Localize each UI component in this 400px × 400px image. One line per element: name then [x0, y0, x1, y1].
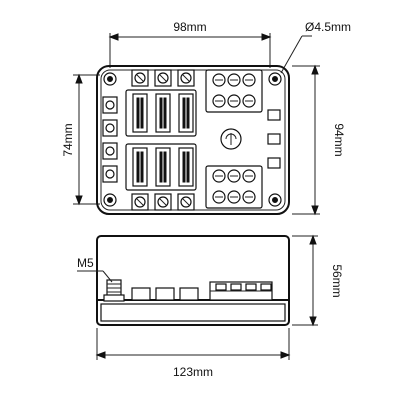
dimension-94mm: 94mm — [292, 64, 346, 216]
center-indicator — [220, 128, 242, 150]
m5-stud — [103, 279, 125, 302]
dimension-98mm: 98mm — [108, 20, 272, 68]
dimension-74mm: 74mm — [61, 73, 100, 206]
top-view — [96, 65, 290, 215]
mounting-holes — [103, 72, 282, 207]
side-fuse-profiles — [131, 287, 199, 301]
right-lower-terminals — [205, 165, 263, 209]
right-upper-terminals — [205, 69, 263, 113]
top-screw-terminals — [131, 69, 195, 87]
bottom-screw-terminals — [131, 193, 195, 211]
dimension-hole-diameter: Ø4.5mm — [280, 20, 351, 74]
side-terminal-profiles — [209, 281, 273, 301]
dim-74mm-label: 74mm — [61, 123, 75, 156]
right-side-connectors — [267, 109, 281, 169]
dim-123mm-label: 123mm — [173, 365, 213, 379]
hole-diameter-label: Ø4.5mm — [305, 20, 351, 34]
dimension-123mm: 123mm — [95, 328, 291, 379]
dim-56mm-label: 56mm — [330, 264, 344, 297]
m5-label: M5 — [77, 256, 94, 270]
fuse-slots-lower — [125, 143, 197, 191]
dim-94mm-label: 94mm — [332, 123, 346, 156]
dim-98mm-label: 98mm — [173, 20, 206, 34]
left-terminals — [102, 96, 118, 183]
dimension-m5: M5 — [77, 256, 113, 283]
dimension-56mm: 56mm — [292, 234, 344, 327]
side-view — [96, 235, 290, 326]
fuse-slots-upper — [125, 89, 197, 137]
